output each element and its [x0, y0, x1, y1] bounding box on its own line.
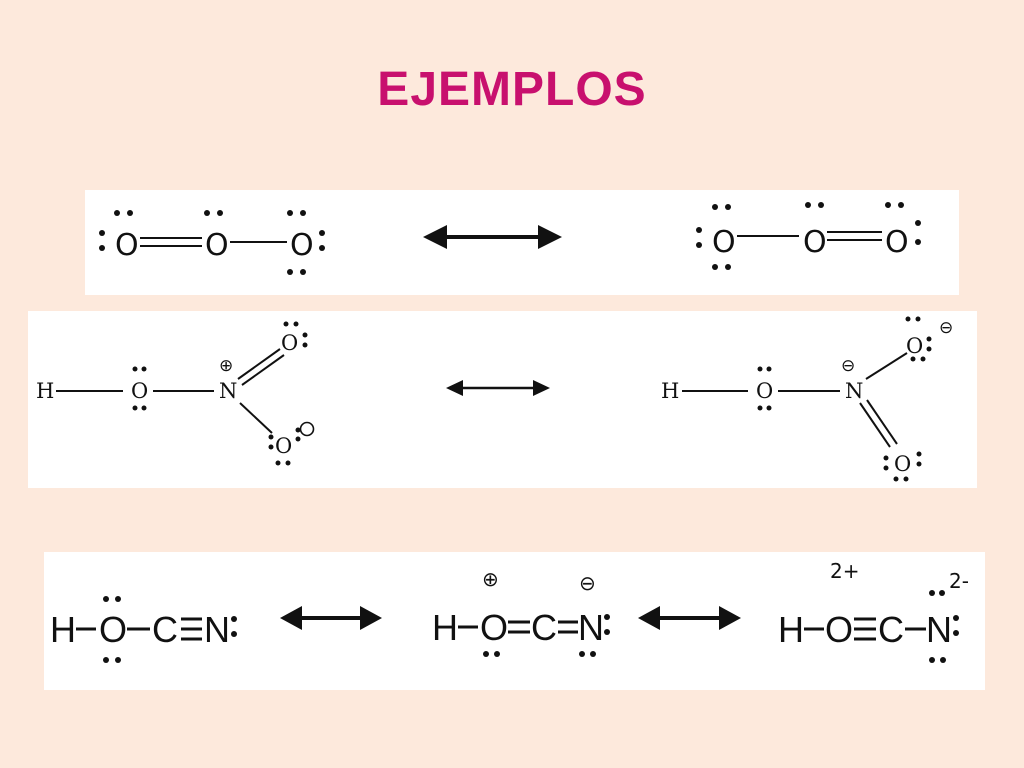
- positive-charge-label: 2+: [830, 559, 859, 583]
- atom-o: O: [131, 379, 148, 403]
- double-bond-line: [866, 399, 898, 445]
- double-bond-line: [241, 354, 285, 386]
- atom-o: O: [906, 334, 923, 358]
- atom-n: N: [204, 609, 230, 650]
- lone-pair-dots: [132, 321, 308, 466]
- triple-bond-line: [181, 617, 202, 641]
- slide-title: EJEMPLOS: [377, 63, 647, 116]
- negative-charge-label: 2-: [949, 569, 969, 593]
- hocn-resonance-diagram: H O C N H O ⊕ C N ⊖: [50, 559, 969, 663]
- double-bond-line: [859, 402, 891, 448]
- lone-pair-dots: [99, 210, 325, 275]
- resonance-arrow: [280, 606, 382, 630]
- resonance-arrow: [638, 606, 741, 630]
- positive-charge-icon: ⊕: [219, 356, 233, 376]
- atom-o: O: [205, 228, 229, 263]
- lone-pair-dots: [929, 590, 959, 663]
- atom-o: O: [825, 609, 853, 650]
- atom-o: O: [803, 225, 827, 260]
- nitric-acid-resonance-panel: H O N ⊕ O O H O N ⊖: [28, 311, 977, 488]
- nitric-acid-resonance-diagram: H O N ⊕ O O H O N ⊖: [36, 316, 953, 482]
- atom-h: H: [778, 609, 804, 650]
- atom-c: C: [152, 609, 178, 650]
- atom-o: O: [756, 379, 773, 403]
- atom-n: N: [926, 609, 952, 650]
- atom-c: C: [531, 607, 557, 648]
- resonance-arrow: [446, 380, 550, 396]
- atom-n: N: [578, 607, 604, 648]
- resonance-arrow: [423, 225, 562, 249]
- atom-o: O: [115, 228, 139, 263]
- atom-o: O: [99, 609, 127, 650]
- positive-charge-icon: ⊕: [482, 567, 499, 591]
- atom-o: O: [290, 228, 314, 263]
- negative-charge-icon: ⊖: [939, 318, 953, 338]
- lone-pair-dots: [757, 316, 932, 482]
- lone-pair-dots: [483, 614, 610, 657]
- atom-n: N: [219, 379, 237, 403]
- atom-h: H: [661, 379, 679, 403]
- atom-h: H: [36, 379, 54, 403]
- negative-charge-icon: [299, 421, 315, 437]
- atom-h: H: [432, 607, 458, 648]
- atom-c: C: [878, 609, 904, 650]
- ozone-resonance-diagram: O O O O O O: [99, 202, 921, 275]
- lone-pair-dots: [103, 596, 237, 663]
- atom-n: N: [845, 379, 863, 403]
- atom-o: O: [480, 607, 508, 648]
- single-bond-line: [239, 402, 273, 434]
- atom-h: H: [50, 609, 76, 650]
- atom-o: O: [281, 331, 298, 355]
- negative-charge-icon: ⊖: [841, 356, 855, 376]
- atom-o: O: [894, 452, 911, 476]
- negative-charge-icon: ⊖: [579, 571, 596, 595]
- single-bond-line: [865, 352, 908, 380]
- lone-pair-dots: [696, 202, 921, 270]
- hocn-resonance-panel: H O C N H O ⊕ C N ⊖: [44, 552, 985, 690]
- double-bond-line: [237, 348, 281, 380]
- ozone-resonance-panel: O O O O O O: [85, 190, 959, 295]
- triple-bond-line: [854, 617, 876, 641]
- atom-o: O: [275, 434, 292, 458]
- atom-o: O: [885, 225, 909, 260]
- atom-o: O: [712, 225, 736, 260]
